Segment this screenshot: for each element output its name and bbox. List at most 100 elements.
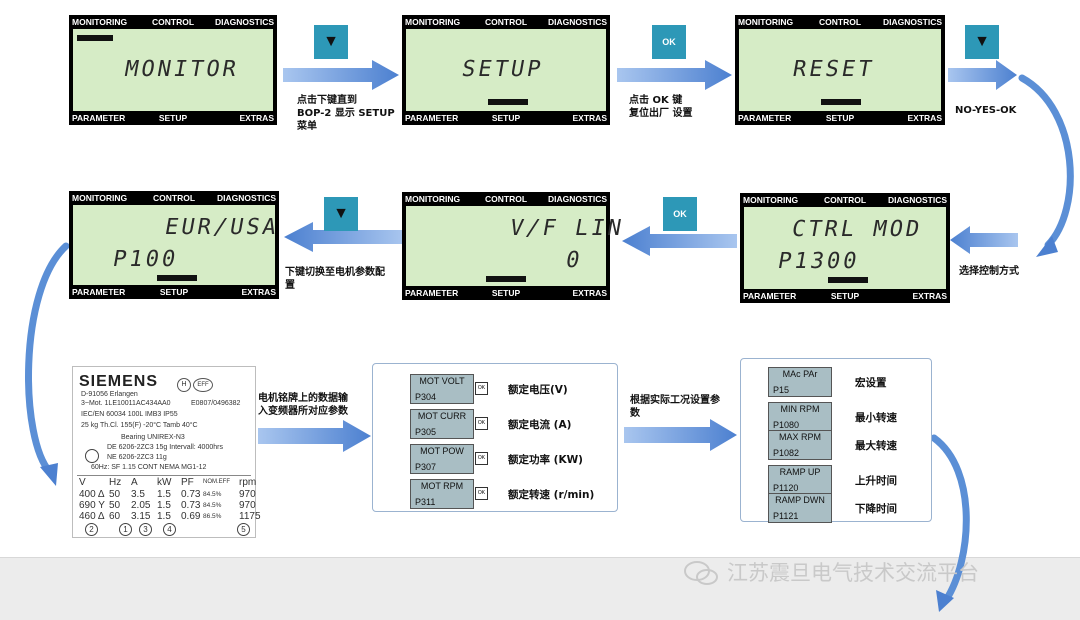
param-desc: 额定功率 (KW) bbox=[508, 454, 583, 466]
param-code: P305 bbox=[415, 427, 437, 437]
arrow-right-2 bbox=[617, 60, 732, 90]
arrow-left-2 bbox=[622, 226, 737, 256]
lcd-label-parameter: PARAMETER bbox=[72, 287, 126, 297]
plate-line-c: IEC/EN 60034 100L IMB3 IP55 bbox=[81, 411, 178, 418]
lcd-label-diagnostics: DIAGNOSTICS bbox=[214, 17, 274, 27]
lcd-line1: MONITOR bbox=[122, 57, 241, 82]
down-triangle-icon: ▼ bbox=[333, 205, 349, 222]
lcd-label-setup: SETUP bbox=[825, 113, 855, 123]
ground-symbol-icon bbox=[85, 449, 99, 463]
plate-table-cell: 400 Δ bbox=[79, 489, 105, 500]
lcd-cursor bbox=[157, 275, 197, 281]
lcd-screen: EUR/USA P100 bbox=[73, 205, 281, 285]
down-key-1: ▼ bbox=[314, 25, 348, 59]
plate-circle-label: 1 bbox=[119, 523, 132, 536]
lcd-line1: CTRL MOD bbox=[789, 217, 925, 242]
lcd-label-monitoring: MONITORING bbox=[738, 17, 794, 27]
plate-line-d: 25 kg Th.Cl. 155(F) -20°C Tamb 40°C bbox=[81, 422, 198, 429]
lcd-label-extras: EXTRAS bbox=[241, 287, 276, 297]
param-code: P311 bbox=[415, 497, 436, 507]
curve-left-1-head bbox=[40, 463, 58, 486]
plate-line-g: NE 6206-2ZC3 11g bbox=[107, 454, 167, 461]
lcd-label-diagnostics: DIAGNOSTICS bbox=[547, 194, 607, 204]
lcd-label-control: CONTROL bbox=[152, 193, 196, 203]
lcd-screen: CTRL MOD P1300 bbox=[744, 207, 946, 289]
param-code: P304 bbox=[415, 392, 437, 402]
ok-box-icon: OK bbox=[475, 487, 488, 500]
motor-nameplate: SIEMENS H EFF D-91056 Erlangen 3~Mot. 1L… bbox=[72, 366, 261, 538]
lcd-label-diagnostics: DIAGNOSTICS bbox=[216, 193, 276, 203]
plate-table-cell: 0.69 bbox=[181, 511, 201, 522]
param-name: MIN RPM bbox=[780, 404, 820, 414]
plate-table-cell: 690 Y bbox=[79, 500, 105, 511]
note-2-line1: 点击 OK 键 bbox=[629, 95, 683, 106]
lcd-screen: SETUP bbox=[406, 29, 606, 111]
lcd-line1: V/F LIN bbox=[507, 216, 626, 241]
param-name: MAc PAr bbox=[782, 369, 818, 379]
plate-table-cell: 1.5 bbox=[157, 511, 171, 522]
lcd-label-control: CONTROL bbox=[823, 195, 867, 205]
lcd-label-setup: SETUP bbox=[491, 113, 521, 123]
lcd-label-extras: EXTRAS bbox=[907, 113, 942, 123]
note-1-line2: BOP-2 显示 SETUP bbox=[297, 108, 395, 119]
lcd-label-extras: EXTRAS bbox=[912, 291, 947, 301]
down-key-3: ▼ bbox=[324, 197, 358, 231]
lcd-cursor bbox=[488, 99, 528, 105]
plate-table-header: A bbox=[131, 477, 138, 488]
lcd-label-parameter: PARAMETER bbox=[405, 113, 459, 123]
ok-key-2: OK bbox=[663, 197, 697, 231]
lcd-label-parameter: PARAMETER bbox=[405, 288, 459, 298]
lcd-line2: P1300 bbox=[775, 249, 862, 274]
param-code: P1082 bbox=[773, 448, 800, 458]
ok-key-1: OK bbox=[652, 25, 686, 59]
setting-note-line2: 数 bbox=[630, 408, 640, 419]
lcd-cursor bbox=[821, 99, 861, 105]
plate-table-cell: 84.5% bbox=[203, 491, 222, 498]
lcd-line2: 0 bbox=[563, 248, 585, 273]
arrow-right-3 bbox=[948, 60, 1017, 90]
plate-table-cell: 970 bbox=[239, 500, 256, 511]
ok-box-icon: OK bbox=[475, 452, 488, 465]
param-desc: 最大转速 bbox=[855, 440, 897, 452]
lcd-label-control: CONTROL bbox=[484, 17, 528, 27]
ok-box-icon: OK bbox=[475, 382, 488, 395]
watermark-text: 江苏震旦电气技术交流平台 bbox=[727, 561, 979, 585]
plate-note-line2: 入变频器所对应参数 bbox=[258, 406, 348, 417]
plate-table-cell: 50 bbox=[109, 489, 121, 500]
plate-table-header: PF bbox=[181, 477, 194, 488]
lcd-label-diagnostics: DIAGNOSTICS bbox=[882, 17, 942, 27]
plate-table-cell: 460 Δ bbox=[79, 511, 105, 522]
lcd-cursor bbox=[77, 35, 113, 41]
curve-right-1-head bbox=[1036, 236, 1058, 257]
param-desc: 最小转速 bbox=[855, 412, 897, 424]
plate-circle-label: 4 bbox=[163, 523, 176, 536]
curve-right-2-head bbox=[936, 590, 954, 612]
param-name: RAMP DWN bbox=[775, 495, 825, 505]
plate-line-b2: E0807/0496382 bbox=[191, 400, 241, 407]
plate-table-cell: 1175 bbox=[239, 511, 261, 522]
lcd-label-extras: EXTRAS bbox=[572, 288, 607, 298]
plate-table-cell: 970 bbox=[239, 489, 256, 500]
note-5-line2: 置 bbox=[285, 280, 295, 291]
plate-table-cell: 2.05 bbox=[131, 500, 151, 511]
plate-line-e: Bearing UNIREX-N3 bbox=[121, 434, 185, 441]
lcd-line1: SETUP bbox=[459, 57, 546, 82]
lcd-label-monitoring: MONITORING bbox=[72, 17, 128, 27]
down-triangle-icon: ▼ bbox=[974, 33, 990, 50]
plate-table-cell: 1.5 bbox=[157, 500, 171, 511]
arrow-right-5 bbox=[624, 419, 737, 451]
note-3: NO-YES-OK bbox=[955, 105, 1017, 116]
